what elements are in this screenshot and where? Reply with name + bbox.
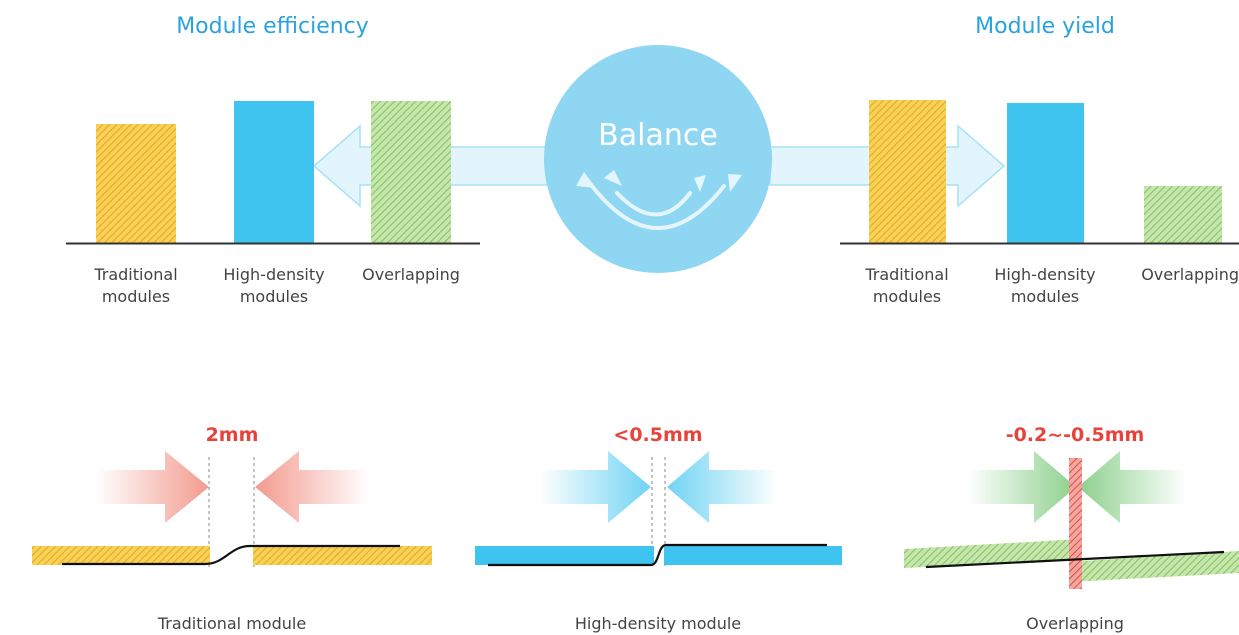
traditional-ribbon	[62, 544, 400, 566]
efficiency-bar-overlapping	[371, 101, 451, 244]
high-density-left-arrow	[540, 451, 651, 523]
overlapping-right-arrow	[1078, 451, 1186, 523]
high-density-cell-right	[664, 546, 842, 565]
yield-label-overlapping: Overlapping	[1141, 265, 1239, 284]
yield-label-traditional: Traditional modules	[865, 265, 949, 306]
traditional-right-arrow	[255, 451, 370, 523]
high-density-gap-value: <0.5mm	[613, 424, 703, 446]
efficiency-bar-traditional	[96, 124, 176, 244]
high-density-caption: High-density module	[574, 614, 742, 633]
efficiency-label-traditional: Traditional modules	[94, 265, 178, 306]
efficiency-label-high-density: High-density modules	[223, 265, 325, 306]
yield-title: Module yield	[975, 14, 1115, 39]
efficiency-label-overlapping: Overlapping	[362, 265, 460, 284]
traditional-cell-left	[32, 546, 210, 565]
efficiency-title: Module efficiency	[176, 14, 369, 39]
yield-bar-overlapping	[1144, 186, 1222, 244]
traditional-caption: Traditional module	[157, 614, 307, 633]
efficiency-bar-high-density	[234, 101, 314, 244]
overlapping-overlap-zone	[1069, 458, 1082, 589]
traditional-gap-value: 2mm	[205, 424, 259, 446]
overlapping-left-arrow	[968, 451, 1076, 523]
overlapping-ribbon	[925, 550, 1225, 569]
yield-label-high-density: High-density modules	[994, 265, 1096, 306]
high-density-cell-left	[475, 546, 654, 565]
overlapping-caption: Overlapping	[1026, 614, 1124, 633]
high-density-ribbon	[488, 543, 827, 567]
yield-bar-high-density	[1007, 103, 1084, 244]
traditional-cell-right	[253, 546, 432, 565]
balance-cycle-icon	[590, 184, 726, 230]
high-density-right-arrow	[667, 451, 778, 523]
balance-circle	[544, 45, 772, 273]
overlapping-gap-value: -0.2~-0.5mm	[1005, 424, 1145, 446]
overlapping-cell-right	[1069, 551, 1239, 582]
balance-label: Balance	[598, 118, 718, 153]
yield-bar-traditional	[869, 100, 946, 244]
traditional-left-arrow	[96, 451, 209, 523]
